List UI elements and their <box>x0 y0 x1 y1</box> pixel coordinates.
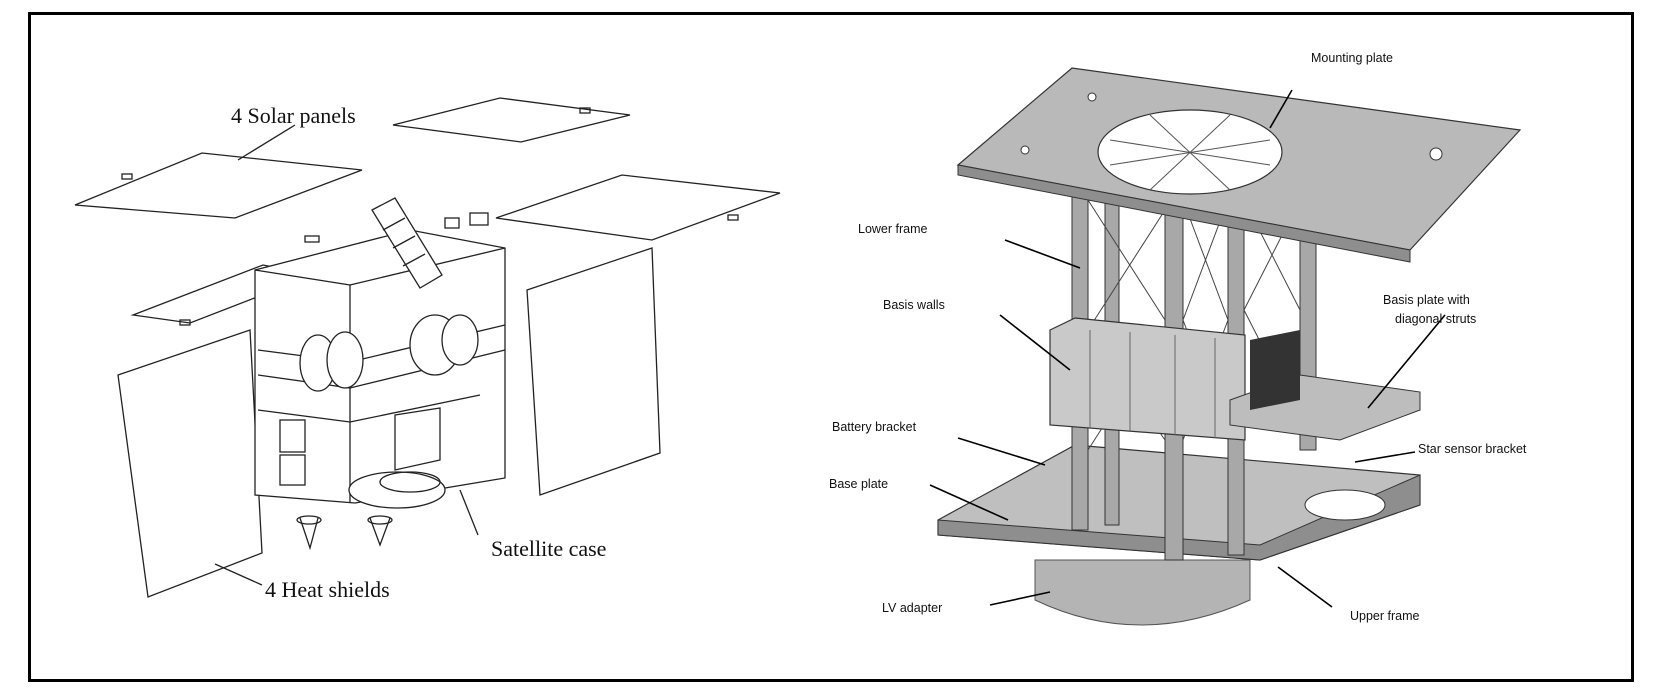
label-battery-bracket: Battery bracket <box>832 420 917 434</box>
label-lv-adapter: LV adapter <box>882 601 943 615</box>
label-basis-walls: Basis walls <box>883 298 945 312</box>
label-basis-plate-line2: diagonal struts <box>1395 312 1477 326</box>
label-star-sensor-bracket: Star sensor bracket <box>1418 442 1527 456</box>
solar-panel-3 <box>495 174 781 241</box>
label-heat-shields: 4 Heat shields <box>265 577 390 602</box>
basis-walls <box>1049 317 1246 441</box>
label-lower-frame: Lower frame <box>858 222 928 236</box>
lv-adapter <box>1034 559 1251 626</box>
heat-shield-left <box>117 329 263 598</box>
solar-panel-2 <box>392 97 631 143</box>
label-mounting-plate: Mounting plate <box>1311 51 1394 65</box>
solar-panel-1 <box>74 152 363 219</box>
label-solar-panels: 4 Solar panels <box>231 103 356 128</box>
label-base-plate: Base plate <box>829 477 889 491</box>
label-satellite-case: Satellite case <box>491 536 607 561</box>
label-basis-plate-line1: Basis plate with <box>1383 293 1470 307</box>
label-upper-frame: Upper frame <box>1350 609 1420 623</box>
heat-shield-right <box>526 247 661 496</box>
